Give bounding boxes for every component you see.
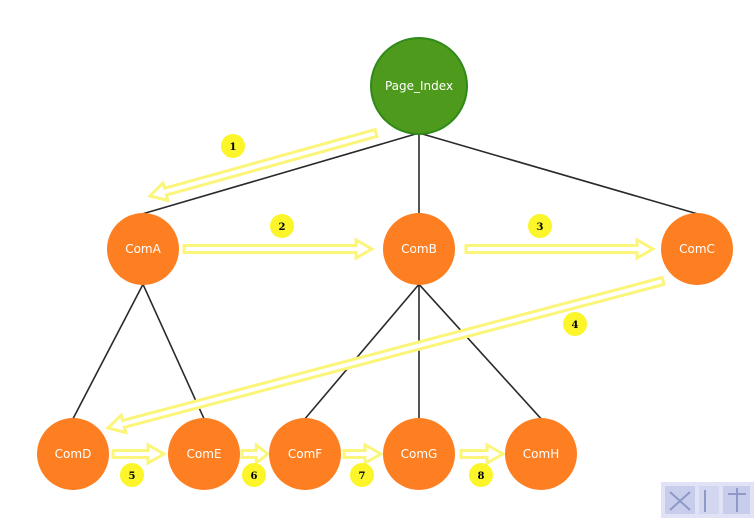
step-badge-4: 4	[563, 312, 587, 336]
node-label-come: ComE	[187, 447, 222, 461]
node-label-page_index: Page_Index	[385, 79, 453, 93]
tree-edge	[304, 283, 420, 420]
tree-edge	[418, 283, 542, 420]
flow-arrow-4	[105, 275, 666, 435]
node-circle	[383, 418, 455, 490]
step-badges: 1 2 3 4 5 6 7 8	[120, 134, 587, 487]
node-comh: ComH	[505, 418, 577, 490]
step-badge-circle	[120, 463, 144, 487]
step-badge-5: 5	[120, 463, 144, 487]
step-number-1: 1	[230, 142, 237, 153]
tree-edge	[142, 132, 420, 215]
step-badge-circle	[221, 134, 245, 158]
flow-arrows	[105, 127, 666, 467]
step-badge-7: 7	[350, 463, 374, 487]
node-circle	[107, 213, 179, 285]
step-badge-circle	[350, 463, 374, 487]
node-comd: ComD	[37, 418, 109, 490]
node-coma: ComA	[107, 213, 179, 285]
node-label-comf: ComF	[288, 447, 322, 461]
node-circle	[505, 418, 577, 490]
step-badge-3: 3	[528, 214, 552, 238]
flow-arrow-6	[240, 441, 271, 467]
node-comf: ComF	[269, 418, 341, 490]
step-badge-8: 8	[469, 463, 493, 487]
node-comc: ComC	[661, 213, 733, 285]
step-number-4: 4	[572, 320, 579, 331]
flow-arrow-3	[464, 237, 657, 261]
node-circle	[37, 418, 109, 490]
node-label-comb: ComB	[401, 242, 437, 256]
step-number-7: 7	[359, 471, 366, 482]
step-badge-6: 6	[242, 463, 266, 487]
tree-edge	[72, 283, 144, 420]
node-circle	[383, 213, 455, 285]
node-come: ComE	[168, 418, 240, 490]
flow-arrow-2	[182, 237, 376, 261]
step-badge-circle	[563, 312, 587, 336]
flow-arrow-8	[459, 442, 507, 466]
node-page_index: Page_Index	[370, 37, 468, 135]
step-number-2: 2	[279, 222, 286, 233]
flow-arrow-7	[342, 442, 385, 466]
step-badge-circle	[270, 214, 294, 238]
node-comb: ComB	[383, 213, 455, 285]
watermark-logo	[661, 482, 754, 518]
node-label-comd: ComD	[55, 447, 92, 461]
step-badge-circle	[528, 214, 552, 238]
step-number-6: 6	[251, 471, 258, 482]
node-circle	[168, 418, 240, 490]
node-circle	[370, 37, 468, 135]
step-number-3: 3	[537, 222, 544, 233]
node-circle	[269, 418, 341, 490]
node-label-comh: ComH	[523, 447, 559, 461]
flow-arrow-5	[111, 442, 168, 466]
tree-edges	[72, 132, 698, 420]
node-circle	[661, 213, 733, 285]
step-badge-circle	[469, 463, 493, 487]
node-label-coma: ComA	[125, 242, 161, 256]
node-label-comg: ComG	[401, 447, 438, 461]
flow-arrow-1	[147, 127, 379, 203]
step-number-8: 8	[478, 471, 485, 482]
node-comg: ComG	[383, 418, 455, 490]
tree-edge	[142, 283, 205, 420]
step-badge-circle	[242, 463, 266, 487]
step-number-5: 5	[129, 471, 136, 482]
tree-edge	[418, 132, 698, 215]
node-label-comc: ComC	[679, 242, 715, 256]
step-badge-1: 1	[221, 134, 245, 158]
step-badge-2: 2	[270, 214, 294, 238]
